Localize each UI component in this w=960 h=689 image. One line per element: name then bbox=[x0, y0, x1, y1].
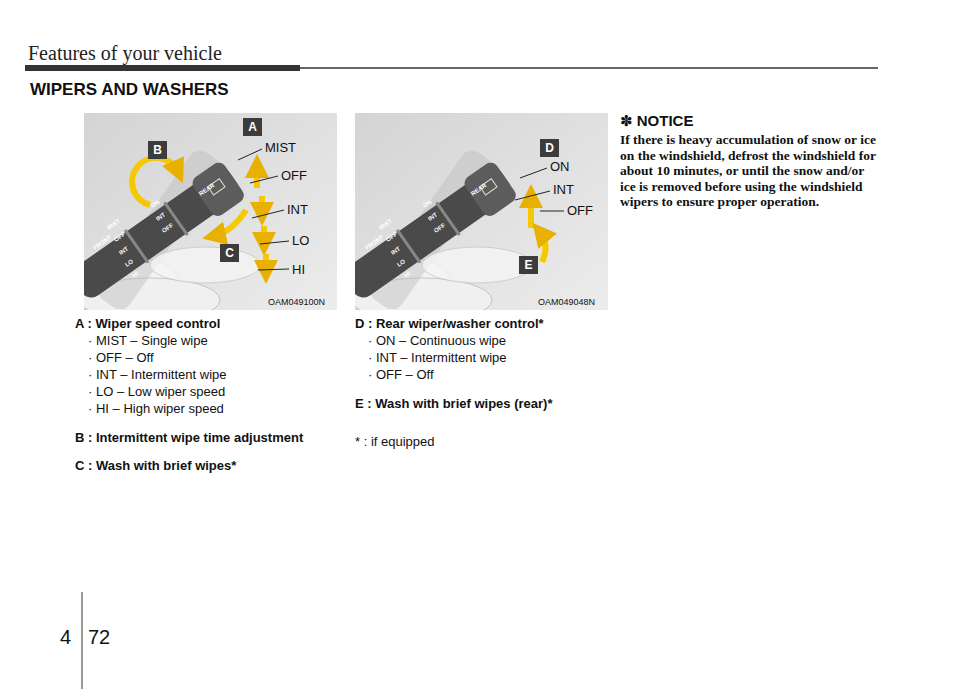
position-label: INT bbox=[553, 182, 574, 197]
running-header: Features of your vehicle bbox=[28, 42, 222, 65]
position-label: MIST bbox=[265, 140, 296, 155]
callout-letter: D bbox=[545, 141, 554, 155]
callout-letter: E bbox=[524, 258, 532, 272]
position-label: ON bbox=[550, 159, 570, 174]
callout-letter: A bbox=[248, 120, 257, 134]
notice-title: ✽ NOTICE bbox=[620, 112, 693, 130]
callout-box: A bbox=[243, 118, 262, 136]
description-item: · OFF – Off bbox=[88, 350, 154, 365]
description-item: · INT – Intermittent wipe bbox=[88, 367, 226, 382]
footnote: * : if equipped bbox=[355, 434, 435, 449]
description-heading: C : Wash with brief wipes* bbox=[75, 458, 236, 473]
figure-code: OAM049100N bbox=[268, 297, 325, 307]
description-item: · LO – Low wiper speed bbox=[88, 384, 225, 399]
description-item: · INT – Intermittent wipe bbox=[368, 350, 506, 365]
page-section: 4 bbox=[60, 626, 71, 649]
position-label: LO bbox=[292, 233, 309, 248]
callout-letter: C bbox=[225, 246, 234, 260]
section-title: WIPERS AND WASHERS bbox=[30, 80, 229, 100]
position-label: INT bbox=[287, 202, 308, 217]
callout-letter: B bbox=[153, 143, 162, 157]
callout-box: B bbox=[148, 141, 167, 159]
description-item: · HI – High wiper speed bbox=[88, 401, 224, 416]
description-heading: D : Rear wiper/washer control* bbox=[355, 316, 544, 331]
description-heading: A : Wiper speed control bbox=[75, 316, 220, 331]
description-item: · MIST – Single wipe bbox=[88, 333, 208, 348]
description-item: · OFF – Off bbox=[368, 367, 434, 382]
callout-box: E bbox=[519, 256, 538, 274]
notice-body: If there is heavy accumulation of snow o… bbox=[620, 132, 882, 210]
position-label: OFF bbox=[567, 203, 593, 218]
callout-box: D bbox=[540, 139, 559, 157]
callout-box: C bbox=[220, 244, 239, 262]
page-number: 72 bbox=[88, 626, 110, 649]
description-heading: E : Wash with brief wipes (rear)* bbox=[355, 396, 552, 411]
figure-code: OAM049048N bbox=[538, 297, 595, 307]
description-item: · ON – Continuous wipe bbox=[368, 333, 506, 348]
description-heading: B : Intermittent wipe time adjustment bbox=[75, 430, 303, 445]
position-label: OFF bbox=[281, 168, 307, 183]
position-label: HI bbox=[292, 262, 305, 277]
